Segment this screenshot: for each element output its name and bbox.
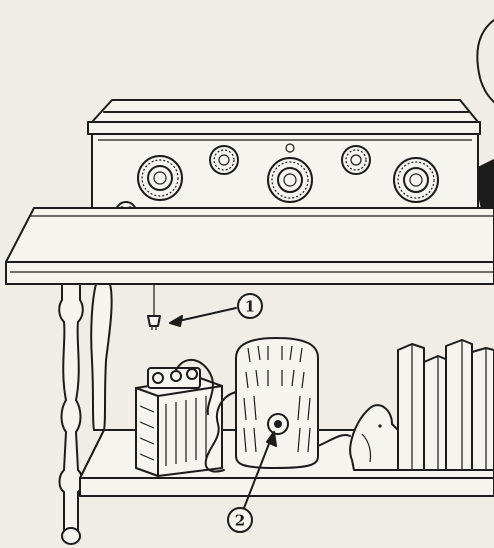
table-leg-middle bbox=[91, 284, 111, 430]
table-top bbox=[6, 208, 494, 284]
callout-2-number: 2 bbox=[235, 512, 245, 530]
hanging-plug bbox=[148, 284, 160, 330]
callout-2: 2 bbox=[228, 508, 252, 532]
books bbox=[398, 340, 494, 470]
bookend bbox=[350, 405, 398, 470]
table-leg-left bbox=[59, 284, 83, 544]
knob-small-right bbox=[342, 146, 370, 174]
callout-1: 1 bbox=[238, 294, 262, 318]
storage-battery bbox=[136, 360, 222, 476]
callout-1-number: 1 bbox=[245, 298, 255, 316]
callout-1-arrow bbox=[170, 308, 236, 326]
knob-small-left bbox=[210, 146, 238, 174]
